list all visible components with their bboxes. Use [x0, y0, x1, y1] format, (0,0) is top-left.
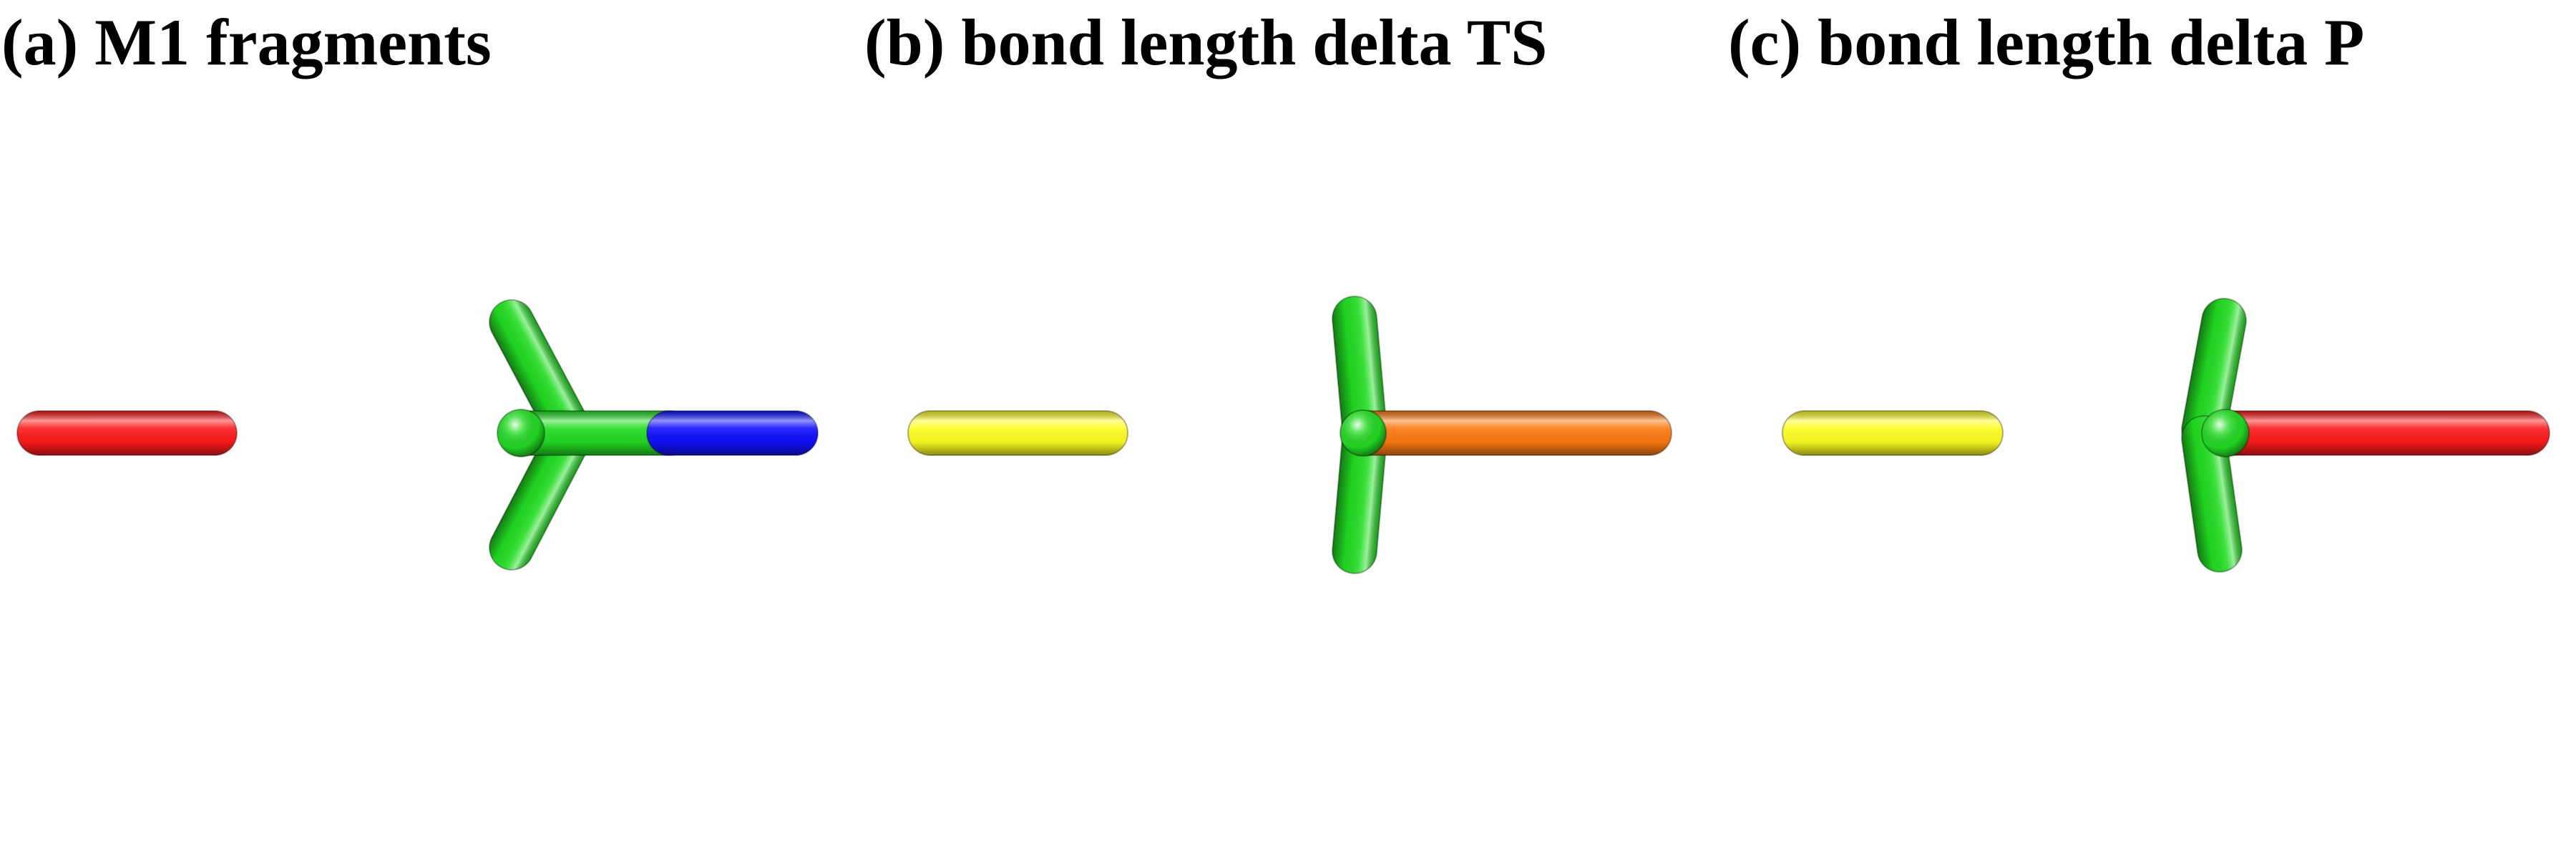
isolated-bond: [1782, 410, 2004, 456]
tripod-bond-center: [498, 410, 692, 456]
panel-c-title: (c) bond length delta P: [1728, 6, 2365, 79]
isolated-bond: [16, 410, 238, 456]
panel-b-molecule: [907, 296, 1672, 574]
panel-a-title: (a) M1 fragments: [1, 6, 492, 79]
panel-a-molecule: [16, 299, 819, 571]
central-atom-sphere: [497, 409, 545, 457]
panel-c-molecule: [1782, 298, 2550, 573]
panel-b-title: (b) bond length delta TS: [864, 6, 1548, 79]
central-atom-sphere: [2201, 409, 2250, 457]
axial-bond: [2202, 410, 2550, 456]
isolated-bond: [907, 410, 1128, 456]
central-atom-sphere: [1340, 409, 1387, 457]
axial-bond: [646, 410, 819, 456]
axial-bond: [1340, 410, 1672, 456]
